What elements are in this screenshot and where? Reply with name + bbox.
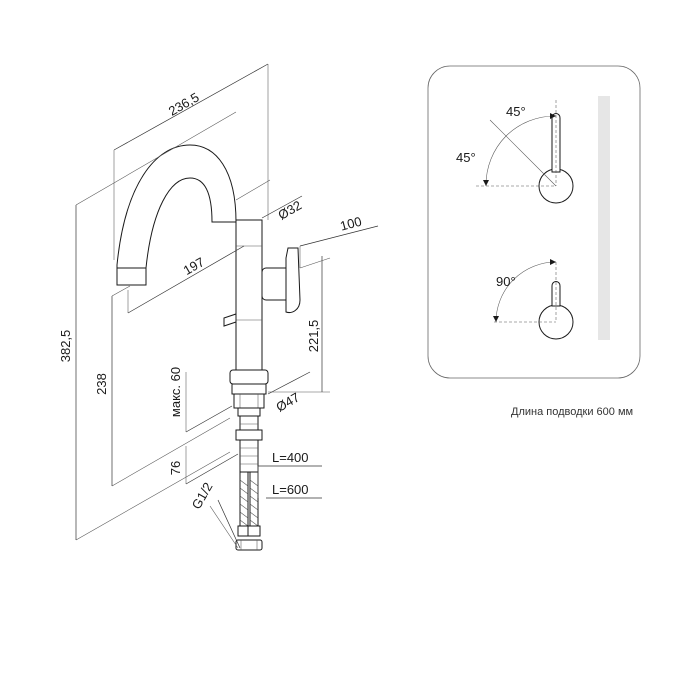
lever-position-45 [476, 100, 574, 204]
dim-body-diameter: Ø32 [275, 197, 304, 222]
faucet-spout [116, 144, 237, 286]
lever-handle [285, 247, 301, 313]
wall-bar [598, 96, 610, 340]
faucet-column [235, 219, 263, 371]
dim-handle-depth: 100 [338, 214, 363, 234]
faucet-body [116, 144, 301, 551]
panel-frame [427, 65, 641, 379]
dim-shank-length: 76 [168, 461, 183, 475]
dimension-lines [75, 63, 379, 549]
flex-hoses [235, 471, 263, 551]
dim-lever-height: 221,5 [306, 320, 321, 353]
dimension-labels: 236,5 382,5 238 Ø32 100 197 221,5 макс. … [58, 89, 363, 511]
lever-position-90 [493, 259, 574, 340]
handle-positions-panel: 45° 45° 90° [427, 65, 641, 379]
dim-reach-horizontal: 197 [181, 254, 207, 278]
angle-label-full: 90° [496, 274, 516, 289]
hose-length-600: L=600 [272, 482, 309, 497]
angle-label-side: 45° [456, 150, 476, 165]
mounting-nut [233, 393, 265, 409]
dim-base-diameter: Ø47 [273, 389, 302, 414]
angle-label-top: 45° [506, 104, 526, 119]
hose-length-400: L=400 [272, 450, 309, 465]
side-knob [223, 313, 237, 327]
dim-max-thickness: макс. 60 [168, 367, 183, 417]
base-flange [231, 383, 267, 395]
dim-spout-height: 238 [94, 373, 109, 395]
dim-total-height: 382,5 [58, 330, 73, 363]
hose-fitting [235, 539, 263, 551]
dim-spout-reach: 236,5 [166, 89, 202, 118]
threaded-shank [235, 415, 263, 473]
dim-thread: G1/2 [189, 480, 216, 512]
base-ring [229, 369, 269, 385]
hose-length-note: Длина подводки 600 мм [511, 406, 633, 418]
